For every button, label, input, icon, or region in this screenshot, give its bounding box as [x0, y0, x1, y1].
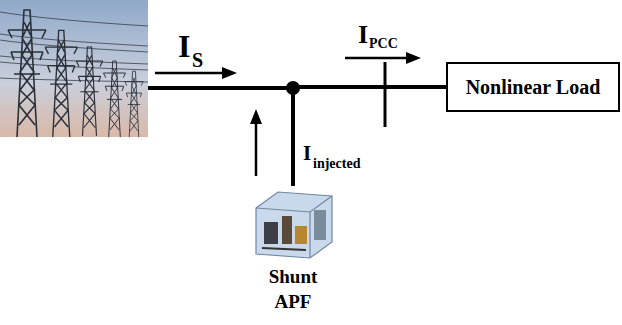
arrow-shaft: [345, 57, 408, 60]
current-subscript: PCC: [369, 37, 398, 51]
arrow-head: [222, 67, 237, 79]
housing-edge: [256, 196, 332, 258]
arrow-head: [250, 109, 262, 124]
switch-module: [295, 226, 307, 244]
current-symbol: I: [178, 30, 190, 62]
current-symbol: I: [358, 22, 368, 48]
inductor: [282, 216, 292, 244]
base-plate: [262, 248, 306, 250]
arrow-head: [406, 52, 421, 64]
load-label: Nonlinear Load: [466, 76, 601, 99]
current-arrow: [250, 109, 262, 176]
current-symbol: I: [303, 143, 311, 164]
arrow-shaft: [155, 72, 224, 75]
pylon: [103, 61, 125, 137]
current-arrow: [345, 52, 421, 64]
wire: [0, 56, 148, 64]
apf-label: Shunt APF: [258, 264, 328, 314]
feeder-line: [293, 87, 446, 186]
pylon: [45, 30, 77, 137]
junction-dot: [286, 81, 300, 95]
sky-photo: [0, 0, 148, 137]
pylon: [125, 71, 143, 137]
pcc-marker: [384, 62, 387, 127]
apf-device-picture: [248, 186, 338, 262]
current-subscript: S: [192, 50, 203, 70]
capacitor: [264, 222, 278, 244]
grid-line: [148, 86, 293, 90]
load-box: Nonlinear Load: [446, 62, 620, 112]
apf-unit: Shunt APF: [248, 186, 338, 314]
pylon: [8, 10, 46, 137]
pylon: [76, 47, 103, 136]
current-subscript: injected: [313, 157, 360, 171]
device-housing: [256, 192, 332, 258]
wire: [0, 12, 148, 26]
control-board: [314, 210, 326, 240]
arrow-shaft: [255, 122, 258, 176]
